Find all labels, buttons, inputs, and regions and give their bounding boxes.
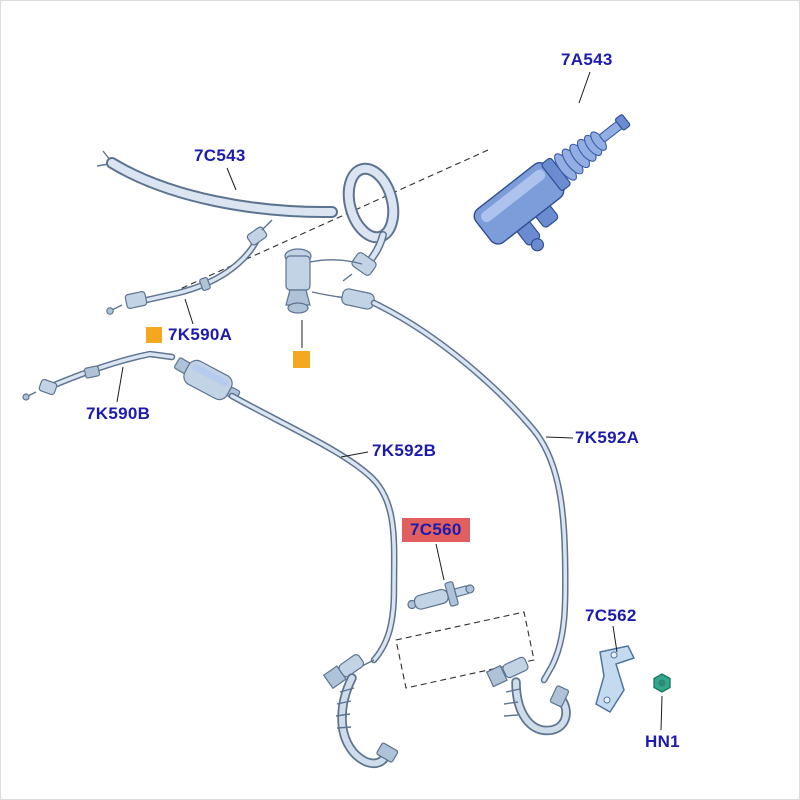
pipe-7k590b-art [22,350,241,401]
part-label-7k592a: 7K592A [575,428,640,447]
pipe-7k592a-art [370,299,569,684]
hose-right-art [485,656,571,736]
reservoir-assembly-art [284,248,375,314]
orange-square-marker-1 [146,327,162,343]
valve-7c560-art [407,581,475,610]
pipe-7k590a-art [106,219,273,315]
orange-square-marker-2 [293,351,310,368]
part-label-7c543: 7C543 [194,146,246,165]
part-label-hn1: HN1 [645,732,680,751]
nut-hn1-art [653,673,671,693]
part-label-7c562: 7C562 [585,606,637,625]
clutch-master-cylinder-art [473,114,631,252]
part-label-7a543: 7A543 [561,50,613,69]
part-label-7k592b: 7K592B [372,441,437,460]
pipe-7k592b-art [228,392,398,664]
part-label-7c560-highlighted: 7C560 [402,518,470,542]
bracket-7c562-art [595,645,636,714]
part-label-7k590a: 7K590A [168,325,233,344]
hose-left-art [322,654,399,769]
part-label-7k590b: 7K590B [86,404,151,423]
tube-7c543-art [96,150,400,282]
leader-lines [116,71,663,731]
